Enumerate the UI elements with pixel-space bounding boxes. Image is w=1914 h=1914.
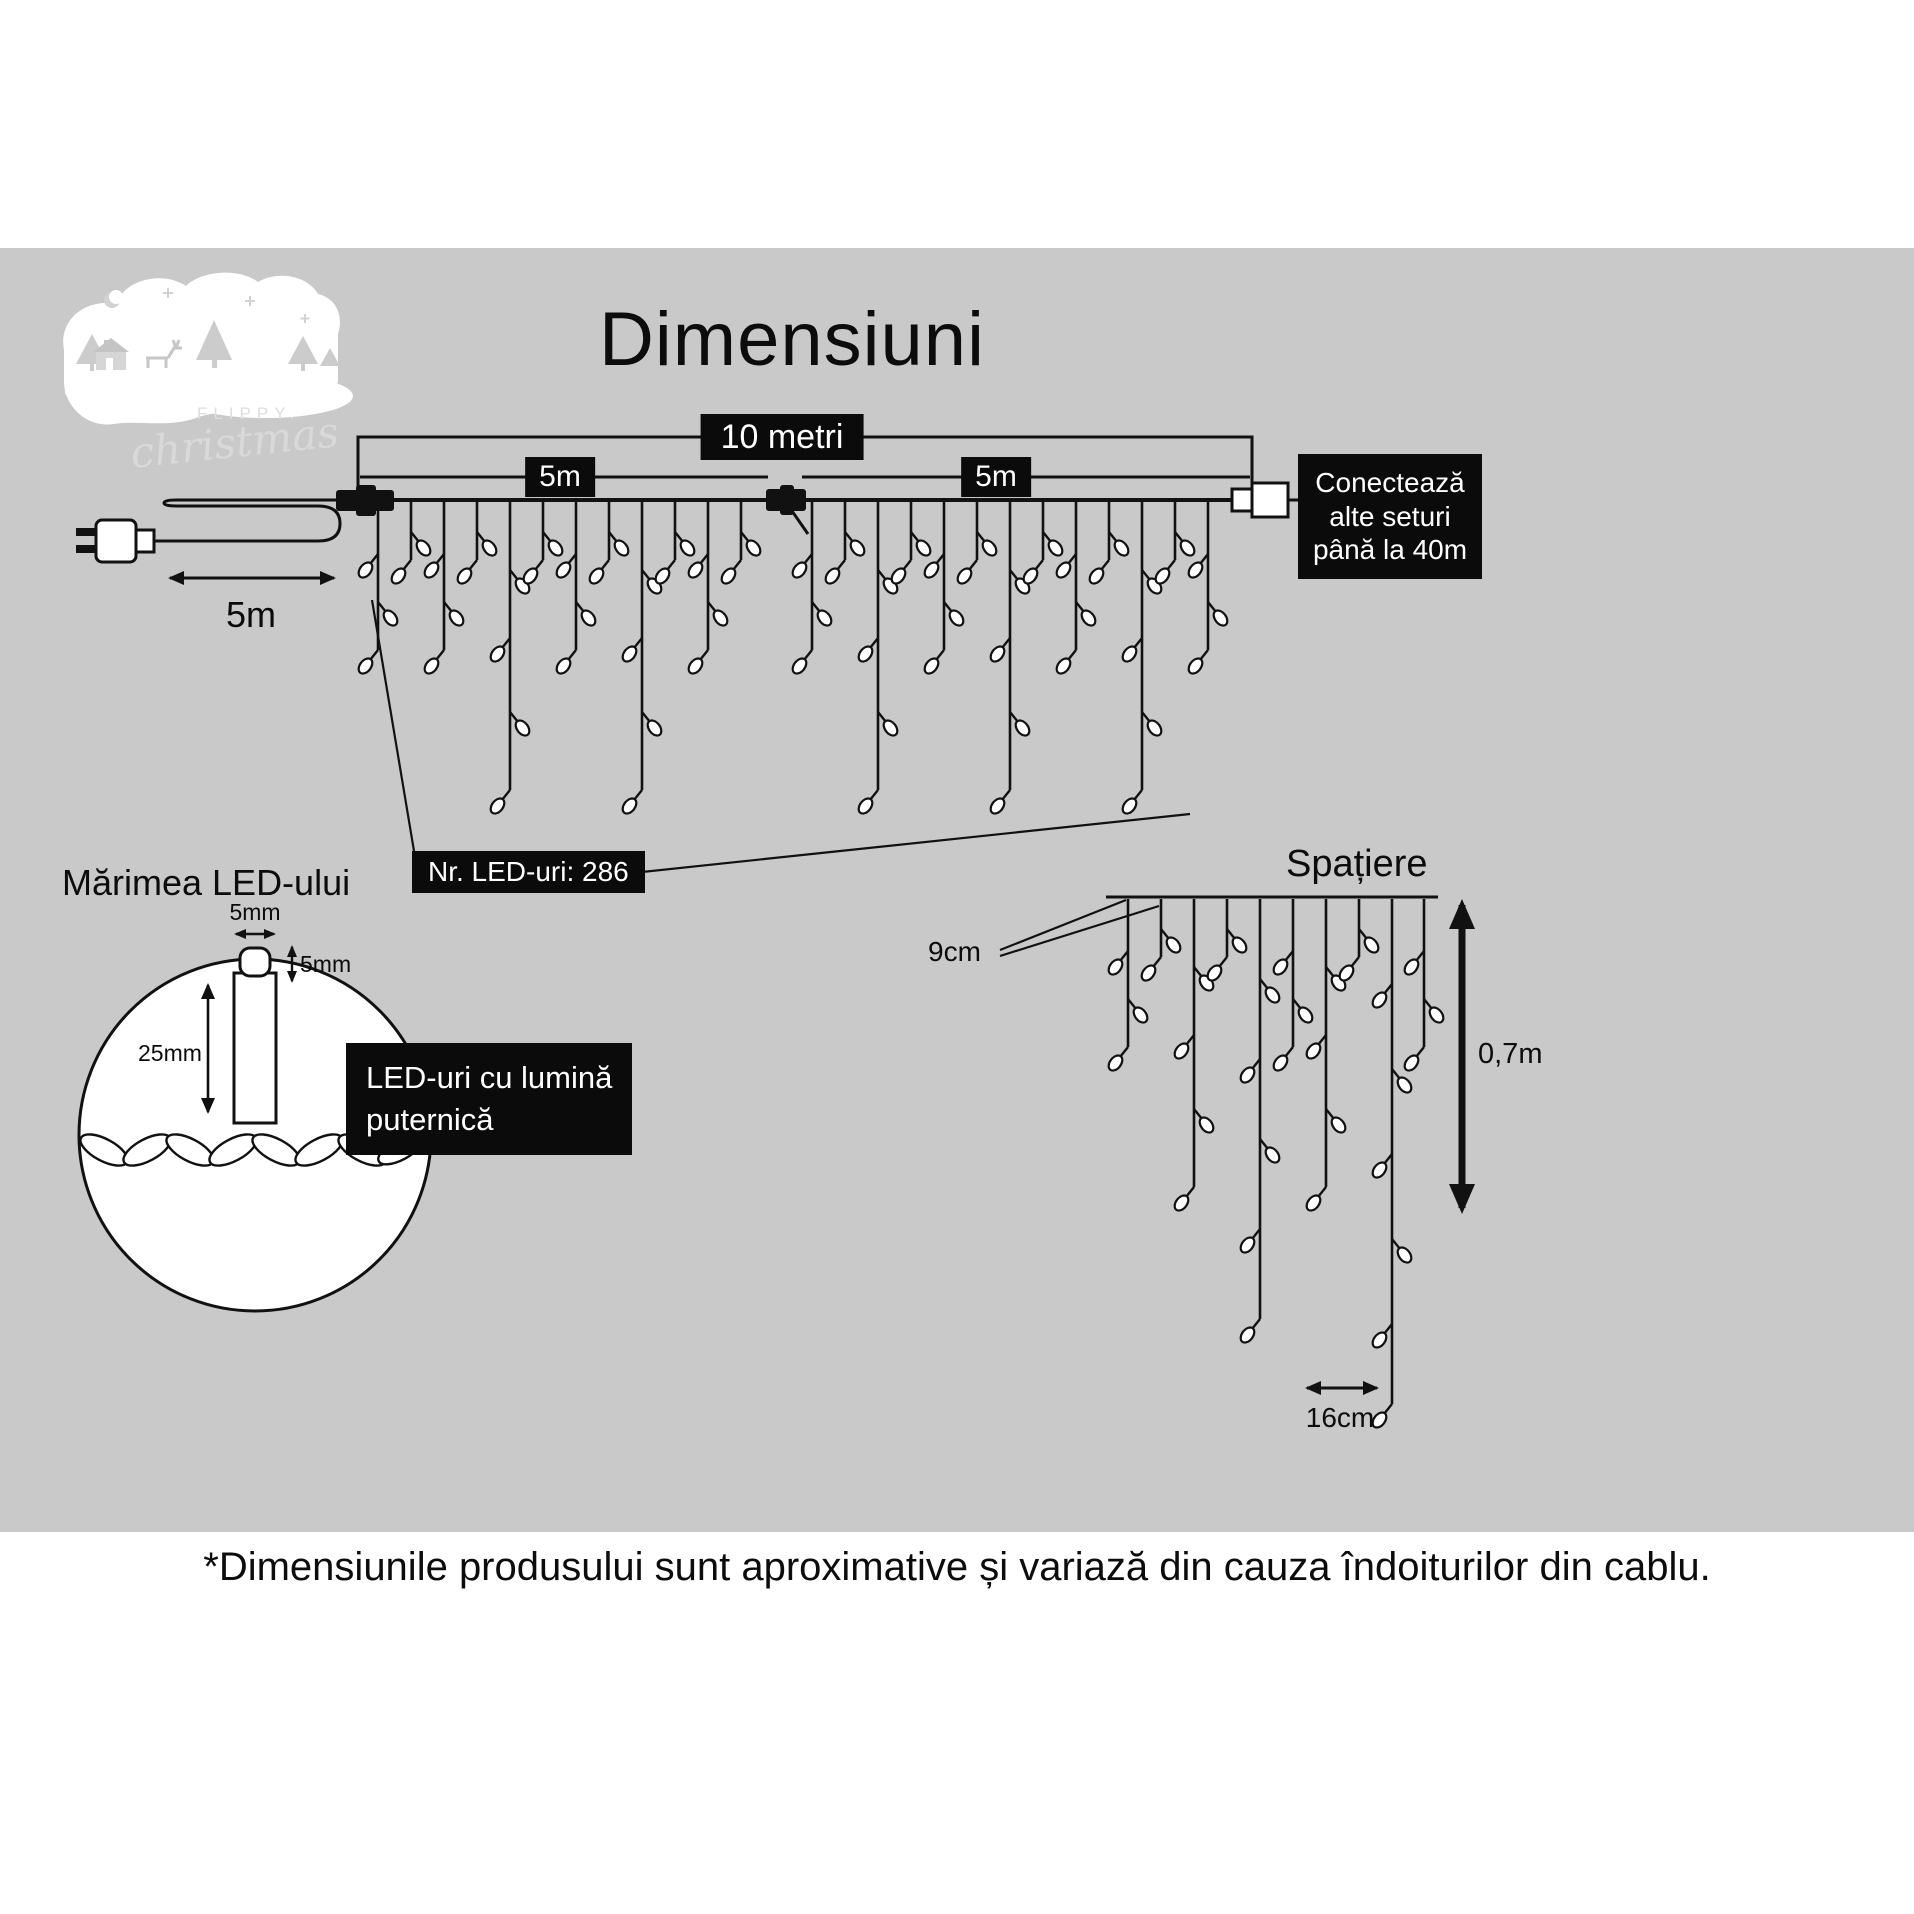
drop-gap-pointer — [999, 898, 1160, 958]
logo-mark — [63, 272, 353, 425]
led-note-line1: LED-uri cu lumină — [366, 1060, 613, 1095]
deer-icon — [146, 339, 182, 368]
icicle-drops — [356, 502, 1230, 816]
led-bulb-icon — [232, 946, 278, 1125]
led-note: LED-uri cu lumină puternică — [346, 1043, 633, 1155]
spacing-heading: Spațiere — [1286, 843, 1428, 885]
gray-band — [0, 248, 1914, 1532]
connector-note-line2: alte seturi — [1329, 500, 1451, 532]
led-count-label: Nr. LED-uri: 286 — [412, 851, 645, 893]
spacing-diagram — [999, 895, 1475, 1430]
cap-height-label: 5mm — [300, 951, 352, 977]
moon-icon — [104, 290, 123, 308]
drop-length-label: 0,7m — [1478, 1038, 1543, 1070]
logo-brand-text: FLIPPY. — [197, 404, 301, 423]
body-length-label: 25mm — [138, 1040, 202, 1066]
connector-note-line3: până la 40m — [1312, 534, 1468, 566]
string-end-connector-icon — [1230, 481, 1300, 519]
footnote: *Dimensiunile produsului sunt aproximati… — [203, 1545, 1711, 1589]
half-right-label: 5m — [961, 457, 1031, 497]
drop-gap-label: 9cm — [928, 936, 981, 967]
string-start-connector-icon — [336, 485, 394, 516]
power-plug-icon — [76, 498, 342, 564]
cap-width-label: 5mm — [229, 899, 281, 925]
led-count-pointer — [370, 599, 1191, 876]
connector-note: Conectează alte seturi până la 40m — [1298, 454, 1482, 579]
page-title: Dimensiuni — [599, 297, 985, 382]
half-left-label: 5m — [525, 457, 595, 497]
led-size-diagram — [77, 929, 433, 1313]
led-gap-label: 16cm — [1305, 1402, 1375, 1433]
total-length-label: 10 metri — [700, 414, 864, 460]
connector-note-line1: Conectează — [1315, 467, 1465, 498]
led-note-line2: puternică — [366, 1101, 494, 1137]
string-mid-connector-icon — [766, 485, 810, 535]
led-dimension-arrows — [201, 929, 297, 1114]
stars-icon — [163, 288, 310, 323]
lead-length-label: 5m — [225, 594, 277, 635]
house-icon — [93, 338, 129, 370]
led-size-heading: Mărimea LED-ului — [62, 862, 351, 903]
